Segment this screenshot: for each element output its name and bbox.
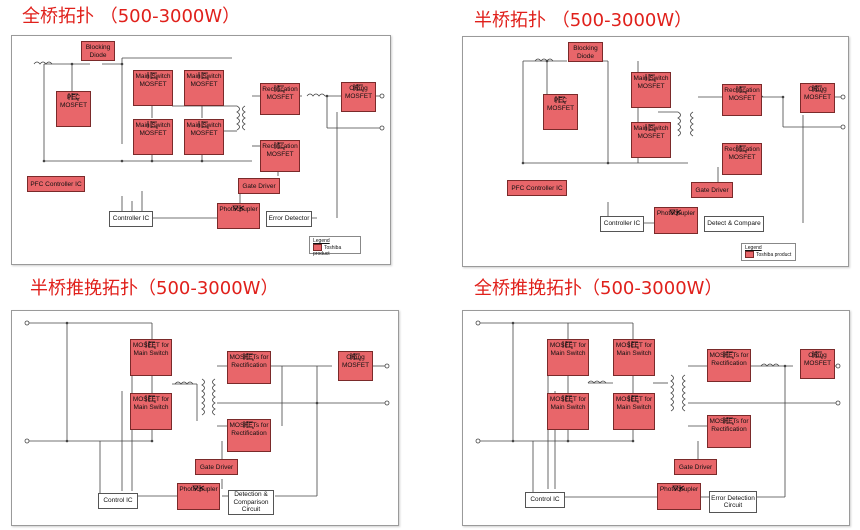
title-half-bridge-push-pull: 半桥推挽拓扑（500-3000W） xyxy=(30,278,279,299)
photocoupler-icon xyxy=(672,485,685,492)
main-switch-mosfet-block-2: Main Switch MOSFET xyxy=(631,122,671,158)
rectification-mosfets-block-2: MOSFETs for Rectification xyxy=(707,415,751,448)
rectification-mosfets-block-1: MOSFETs for Rectification xyxy=(227,351,271,384)
gate-driver-block: Gate Driver xyxy=(674,459,717,475)
mosfet-icon xyxy=(628,341,639,349)
control-ic-box: Control IC xyxy=(525,492,565,508)
mosfet-icon xyxy=(645,124,656,132)
mosfet-icon xyxy=(145,395,156,403)
mosfet-icon xyxy=(645,74,656,82)
rectification-mosfet-block-1: Rectification MOSFET xyxy=(722,84,762,116)
mosfet-icon xyxy=(145,341,156,349)
mosfet-icon xyxy=(68,93,78,101)
error-detection-circuit-box: Error Detection Circuit xyxy=(709,491,757,513)
gate-driver-block: Gate Driver xyxy=(691,182,733,198)
mosfet-icon xyxy=(274,85,285,93)
rectification-mosfets-block-2: MOSFETs for Rectification xyxy=(227,419,271,452)
rectification-mosfet-block-1: Rectification MOSFET xyxy=(260,83,300,115)
diagram-half-bridge-push-pull: MOSFET for Main Switch MOSFET for Main S… xyxy=(11,310,399,526)
mosfet-icon xyxy=(555,96,565,104)
gate-driver-block: Gate Driver xyxy=(195,459,238,475)
controller-ic-box: Controller IC xyxy=(600,216,644,232)
controller-ic-box: Controller IC xyxy=(109,211,153,227)
main-switch-mosfet-block-1: MOSFET for Main Switch xyxy=(547,339,589,376)
main-switch-mosfet-block-4: Main Switch MOSFET xyxy=(184,119,224,155)
main-switch-mosfet-block-3: MOSFET for Main Switch xyxy=(547,393,589,430)
control-ic-box: Control IC xyxy=(98,493,138,509)
main-switch-mosfet-block-1: MOSFET for Main Switch xyxy=(130,339,172,376)
rectification-mosfet-block-2: Rectification MOSFET xyxy=(722,143,762,175)
pfc-controller-ic-block: PFC Controller IC xyxy=(27,176,85,192)
title-full-bridge: 全桥拓扑 （500-3000W） xyxy=(22,6,241,27)
main-switch-mosfet-block-1: Main Switch MOSFET xyxy=(133,70,173,106)
blocking-diode-block: Blocking Diode xyxy=(81,41,115,61)
rectification-mosfet-block-2: Rectification MOSFET xyxy=(260,140,300,172)
photocoupler-icon xyxy=(669,209,682,216)
mosfet-icon xyxy=(562,395,573,403)
diagram-half-bridge: Blocking Diode PFC MOSFET Main Switch MO… xyxy=(462,36,849,267)
legend: Legend Toshiba product xyxy=(309,236,361,257)
main-switch-mosfet-block-3: Main Switch MOSFET xyxy=(133,119,173,155)
detect-compare-box: Detect & Compare xyxy=(704,216,764,232)
mosfet-icon xyxy=(243,353,254,361)
mosfet-icon xyxy=(198,121,209,129)
oring-mosfet-block: ORing MOSFET xyxy=(338,351,373,381)
photocoupler-block: Photocoupler xyxy=(217,203,260,229)
mosfet-icon xyxy=(198,72,209,80)
photocoupler-block: Photocoupler xyxy=(177,483,220,510)
pfc-mosfet-block: PFC MOSFET xyxy=(56,91,91,127)
main-switch-mosfet-block-2: MOSFET for Main Switch xyxy=(130,393,172,430)
diagram-full-bridge: Blocking Diode PFC MOSFET Main Switch MO… xyxy=(11,35,391,265)
mosfet-icon xyxy=(628,395,639,403)
title-half-bridge: 半桥拓扑 （500-3000W） xyxy=(474,10,693,31)
photocoupler-block: Photocoupler xyxy=(654,207,698,234)
main-switch-mosfet-block-4: MOSFET for Main Switch xyxy=(613,393,655,430)
blocking-diode-block: Blocking Diode xyxy=(568,42,603,62)
mosfet-icon xyxy=(562,341,573,349)
error-detector-box: Error Detector xyxy=(266,211,312,227)
title-full-bridge-push-pull: 全桥推挽拓扑（500-3000W） xyxy=(474,278,723,299)
mosfet-icon xyxy=(736,145,747,153)
photocoupler-icon xyxy=(231,205,244,212)
mosfet-icon xyxy=(736,86,747,94)
photocoupler-block: Photocoupler xyxy=(657,483,701,510)
rectification-mosfets-block-1: MOSFETs for Rectification xyxy=(707,349,751,382)
main-switch-mosfet-block-2: MOSFET for Main Switch xyxy=(613,339,655,376)
mosfet-icon xyxy=(723,351,734,359)
mosfet-icon xyxy=(274,142,285,150)
main-switch-mosfet-block-1: Main Switch MOSFET xyxy=(631,72,671,108)
oring-mosfet-block: ORing MOSFET xyxy=(800,349,835,379)
legend-swatch xyxy=(745,251,754,258)
mosfet-icon xyxy=(812,351,822,359)
gate-driver-block: Gate Driver xyxy=(238,178,280,194)
pfc-mosfet-block: PFC MOSFET xyxy=(543,94,578,130)
mosfet-icon xyxy=(723,417,734,425)
mosfet-icon xyxy=(147,72,158,80)
main-switch-mosfet-block-2: Main Switch MOSFET xyxy=(184,70,224,106)
mosfet-icon xyxy=(353,84,363,92)
diagram-full-bridge-push-pull: MOSFET for Main Switch MOSFET for Main S… xyxy=(462,310,850,526)
pfc-controller-ic-block: PFC Controller IC xyxy=(507,180,567,196)
mosfet-icon xyxy=(350,353,360,361)
mosfet-icon xyxy=(147,121,158,129)
oring-mosfet-block: ORing MOSFET xyxy=(341,82,376,112)
wiring xyxy=(475,320,841,498)
mosfet-icon xyxy=(812,85,822,93)
mosfet-icon xyxy=(243,421,254,429)
photocoupler-icon xyxy=(191,485,204,492)
oring-mosfet-block: ORing MOSFET xyxy=(800,83,835,113)
detection-comparison-circuit-box: Detection & Comparison Circuit xyxy=(228,490,274,515)
legend: Legend Toshiba product xyxy=(741,243,796,261)
legend-swatch xyxy=(313,244,322,251)
